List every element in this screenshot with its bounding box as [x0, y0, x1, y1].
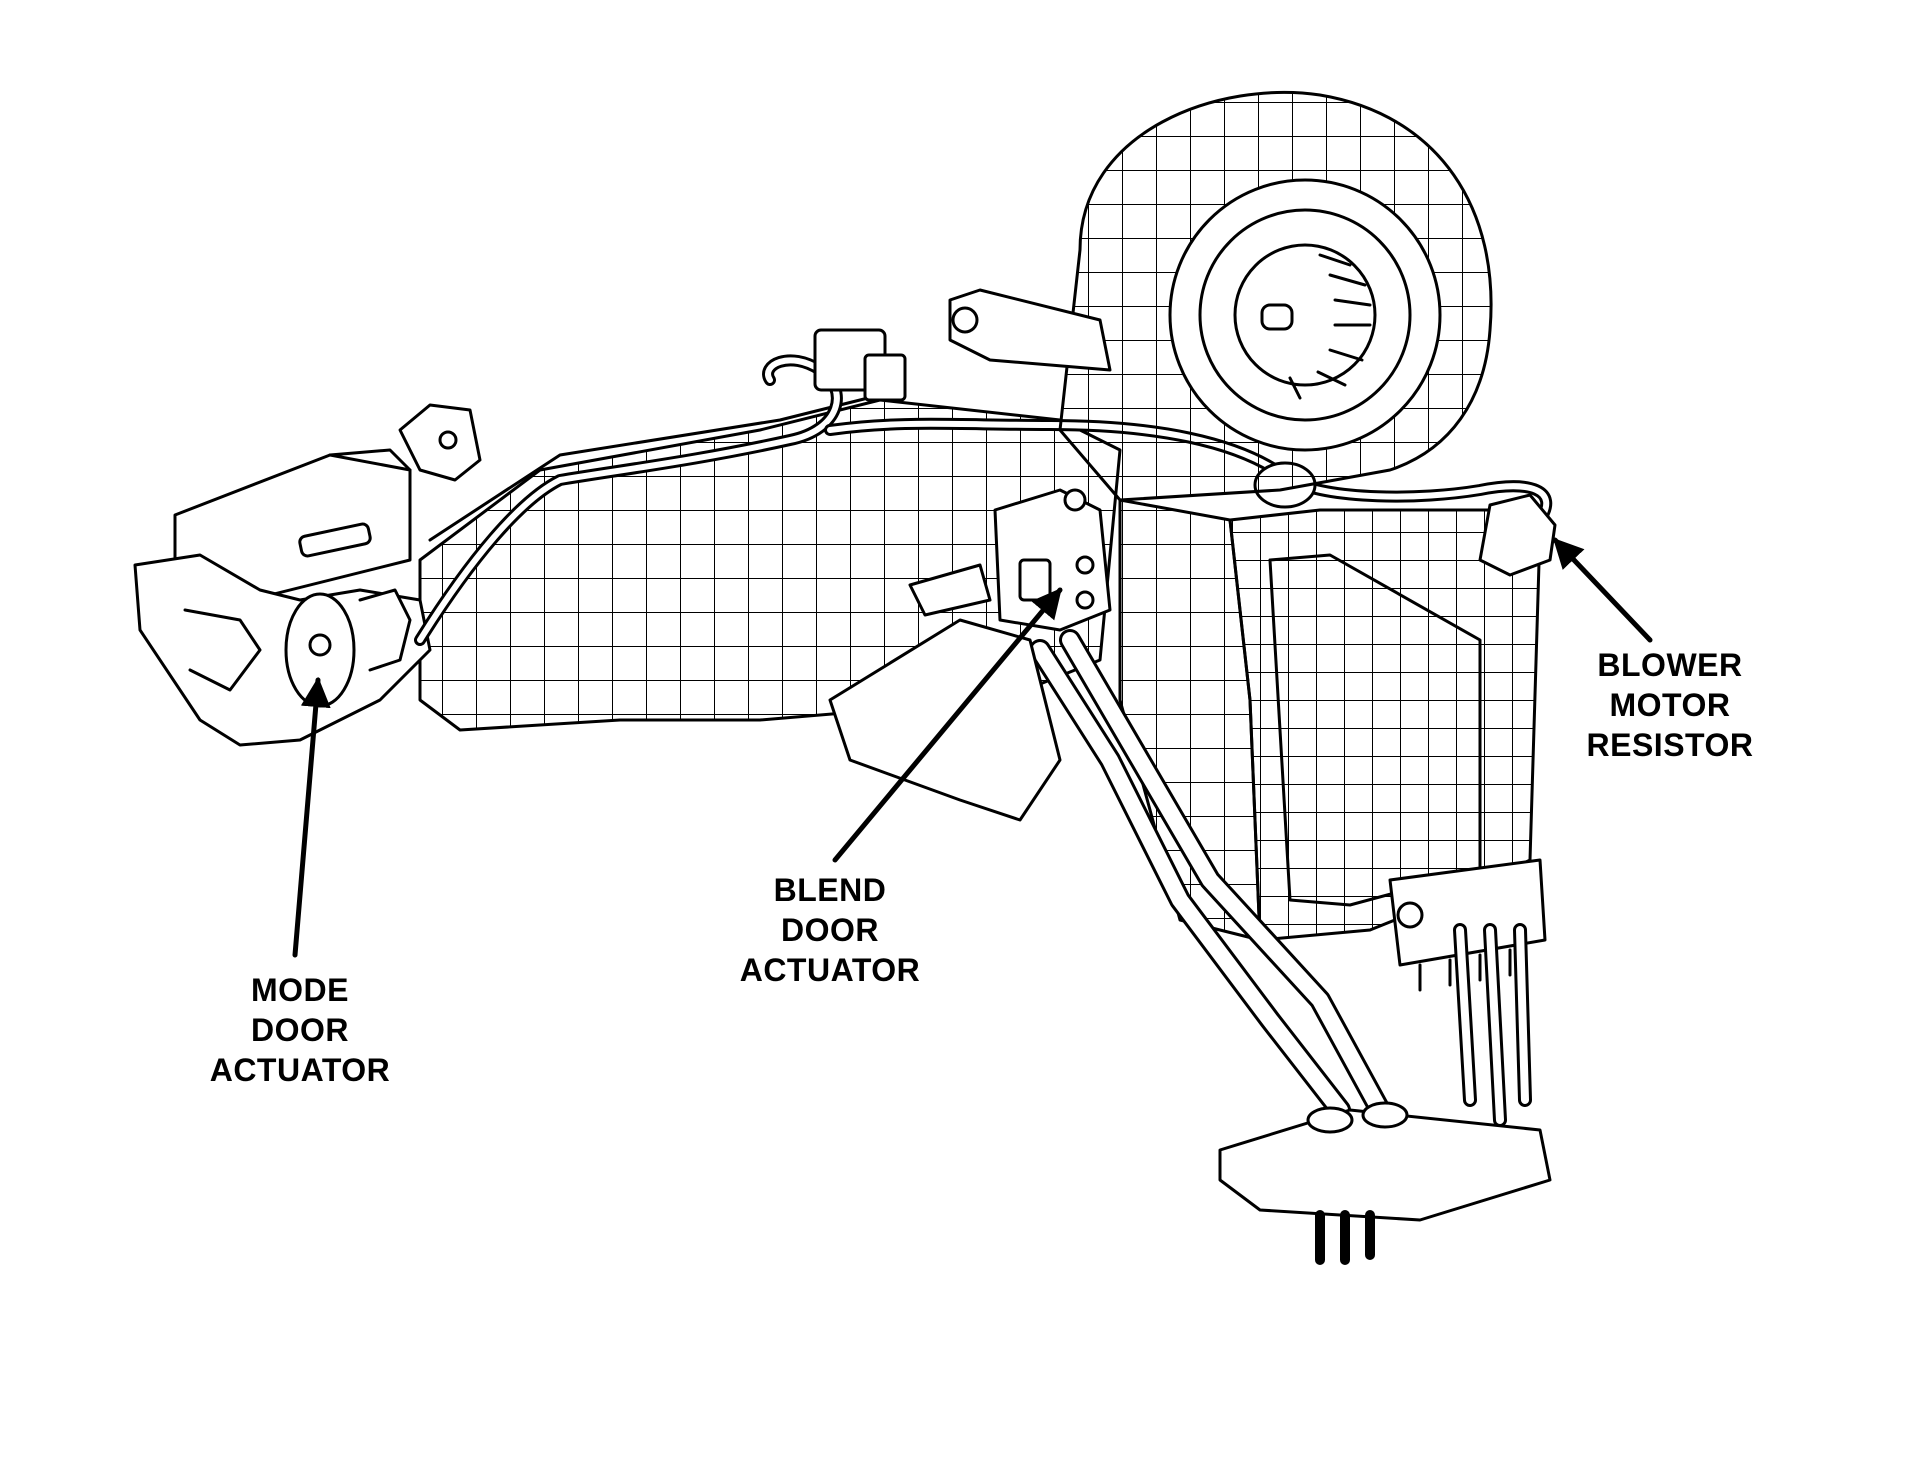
lower-pipe-stubs	[1315, 1210, 1375, 1265]
blend-actuator-plug	[908, 563, 992, 617]
blend-door-actuator-line-3: ACTUATOR	[739, 952, 921, 988]
mode-door-actuator-line-2: DOOR	[251, 1012, 349, 1048]
left-outlet-top	[328, 448, 412, 472]
blower-motor-resistor-label: BLOWER MOTOR RESISTOR	[1555, 645, 1785, 765]
mode-door-actuator-leader	[292, 677, 331, 958]
blower-motor-resistor-line-2: MOTOR	[1609, 687, 1731, 723]
blower-motor-shaft	[1260, 303, 1294, 331]
blend-door-housing	[828, 618, 1062, 822]
side-connector-bolt	[1396, 901, 1424, 929]
heater-lines-second-inner	[1062, 632, 1388, 1118]
blower-motor-resistor	[1478, 493, 1557, 577]
blower-motor-resistor-leader	[1552, 537, 1653, 643]
mode-actuator-clip	[358, 588, 412, 672]
blower-wheel-core	[1233, 243, 1377, 387]
mode-actuator-pivot	[308, 633, 332, 657]
blend-door-actuator-label: BLEND DOOR ACTUATOR	[710, 870, 950, 990]
blower-mount-arm	[948, 288, 1112, 372]
blend-actuator-mount-1	[1075, 555, 1095, 575]
mode-actuator-linkage	[183, 608, 262, 692]
mode-door-actuator-label: MODE DOOR ACTUATOR	[180, 970, 420, 1090]
side-connector-block	[1388, 858, 1547, 967]
mode-door-actuator-body	[133, 553, 432, 747]
side-connector-fins	[1418, 948, 1512, 992]
blend-actuator-connector	[1018, 558, 1052, 602]
blend-door-actuator-line-1: BLEND	[773, 872, 887, 908]
fitting-right	[1361, 1101, 1409, 1129]
heater-lines-outer-inner	[1032, 642, 1348, 1118]
blend-actuator-mount-2	[1075, 590, 1095, 610]
harness-connector-top-plug	[863, 353, 907, 402]
mode-door-actuator-line-1: MODE	[251, 972, 349, 1008]
blend-door-actuator-leader	[832, 587, 1063, 863]
blower-mount-hole	[951, 306, 979, 334]
blower-motor-resistor-line-3: RESISTOR	[1586, 727, 1754, 763]
blend-door-actuator-line-2: DOOR	[781, 912, 879, 948]
blower-motor-resistor-line-1: BLOWER	[1597, 647, 1743, 683]
mode-door-actuator-line-3: ACTUATOR	[209, 1052, 391, 1088]
blower-wheel-vanes	[1288, 253, 1372, 400]
wiring-harness-inner	[417, 357, 840, 643]
left-outlet-slot	[298, 522, 372, 558]
bracket-hole	[438, 430, 458, 450]
fitting-left	[1306, 1106, 1354, 1134]
drain-tubes-inner	[1456, 926, 1529, 1124]
blend-actuator-mount-top	[1063, 488, 1087, 512]
